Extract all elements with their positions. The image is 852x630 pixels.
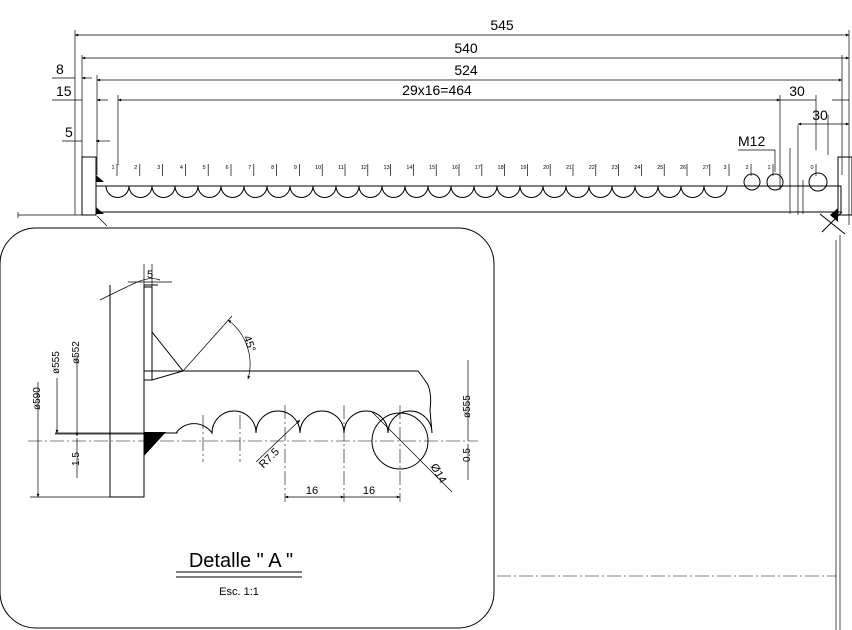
tooth-number-11: 12 [361, 165, 367, 171]
tooth-number-26: 27 [703, 165, 709, 171]
detail-dia-590: ø590 [32, 387, 43, 410]
tooth-number-21: 22 [589, 165, 595, 171]
tooth-number-20: 21 [566, 165, 572, 171]
detail-scale: Esc. 1:1 [219, 586, 259, 598]
tooth-number-7: 8 [271, 165, 274, 171]
main-dimensions: 545 540 524 29x16=464 8 15 5 30 30 M12 [52, 17, 850, 172]
tooth-number-0: 1 [111, 165, 114, 171]
dim-5: 5 [65, 124, 73, 140]
tooth-number-1: 2 [134, 165, 137, 171]
detail-dim-5: 5 [147, 269, 153, 281]
tooth-number-8: 9 [294, 165, 297, 171]
dim-540: 540 [454, 40, 478, 56]
dim-pitch-total: 29x16=464 [402, 82, 472, 98]
dim-8: 8 [56, 61, 64, 77]
tooth-number-28: 2 [745, 165, 748, 171]
main-profile [17, 30, 852, 630]
detail-dim-1-5: 1.5 [71, 452, 82, 466]
tooth-number-25: 26 [680, 165, 686, 171]
tooth-number-19: 20 [543, 165, 549, 171]
detail-title: Detalle " A " [189, 550, 293, 572]
detail-dia-555-left: ø555 [51, 351, 62, 374]
tooth-number-6: 7 [248, 165, 251, 171]
tooth-number-10: 11 [338, 165, 344, 171]
tooth-number-13: 14 [406, 165, 412, 171]
dim-15: 15 [56, 83, 72, 99]
tooth-number-5: 6 [225, 165, 228, 171]
tooth-number-2: 3 [157, 165, 160, 171]
detail-dia-552: ø552 [71, 341, 82, 364]
tooth-number-15: 16 [452, 165, 458, 171]
detail-dia-555-right: ø555 [462, 395, 473, 418]
tooth-number-18: 19 [520, 165, 526, 171]
thread-label: M12 [738, 133, 765, 149]
dim-524: 524 [454, 62, 478, 78]
tooth-number-12: 13 [384, 165, 390, 171]
detail-pitch-a: 16 [306, 485, 318, 497]
tooth-number-27: 3 [723, 165, 726, 171]
tooth-number-4: 5 [203, 165, 206, 171]
tooth-number-29: 1 [767, 165, 770, 171]
detail-pitch-b: 16 [363, 485, 375, 497]
tooth-number-16: 17 [475, 165, 481, 171]
tooth-number-3: 4 [180, 165, 183, 171]
tooth-number-17: 18 [498, 165, 504, 171]
dim-545: 545 [490, 17, 514, 33]
tooth-number-30: 0 [810, 165, 813, 171]
tooth-number-22: 23 [612, 165, 618, 171]
detail-dim-0-5: 0.5 [462, 448, 473, 462]
tooth-number-14: 15 [429, 165, 435, 171]
detail-frame [0, 227, 495, 629]
detail-a-view: 5 45° ø590 ø555 ø552 1.5 ø555 0.5 R7.5 1… [0, 227, 495, 629]
detail-angle: 45° [241, 334, 258, 354]
dim-30-top: 30 [789, 83, 805, 99]
dim-30-lower: 30 [812, 107, 828, 123]
tooth-number-9: 10 [315, 165, 321, 171]
tooth-number-23: 24 [634, 165, 640, 171]
tooth-number-24: 25 [657, 165, 663, 171]
